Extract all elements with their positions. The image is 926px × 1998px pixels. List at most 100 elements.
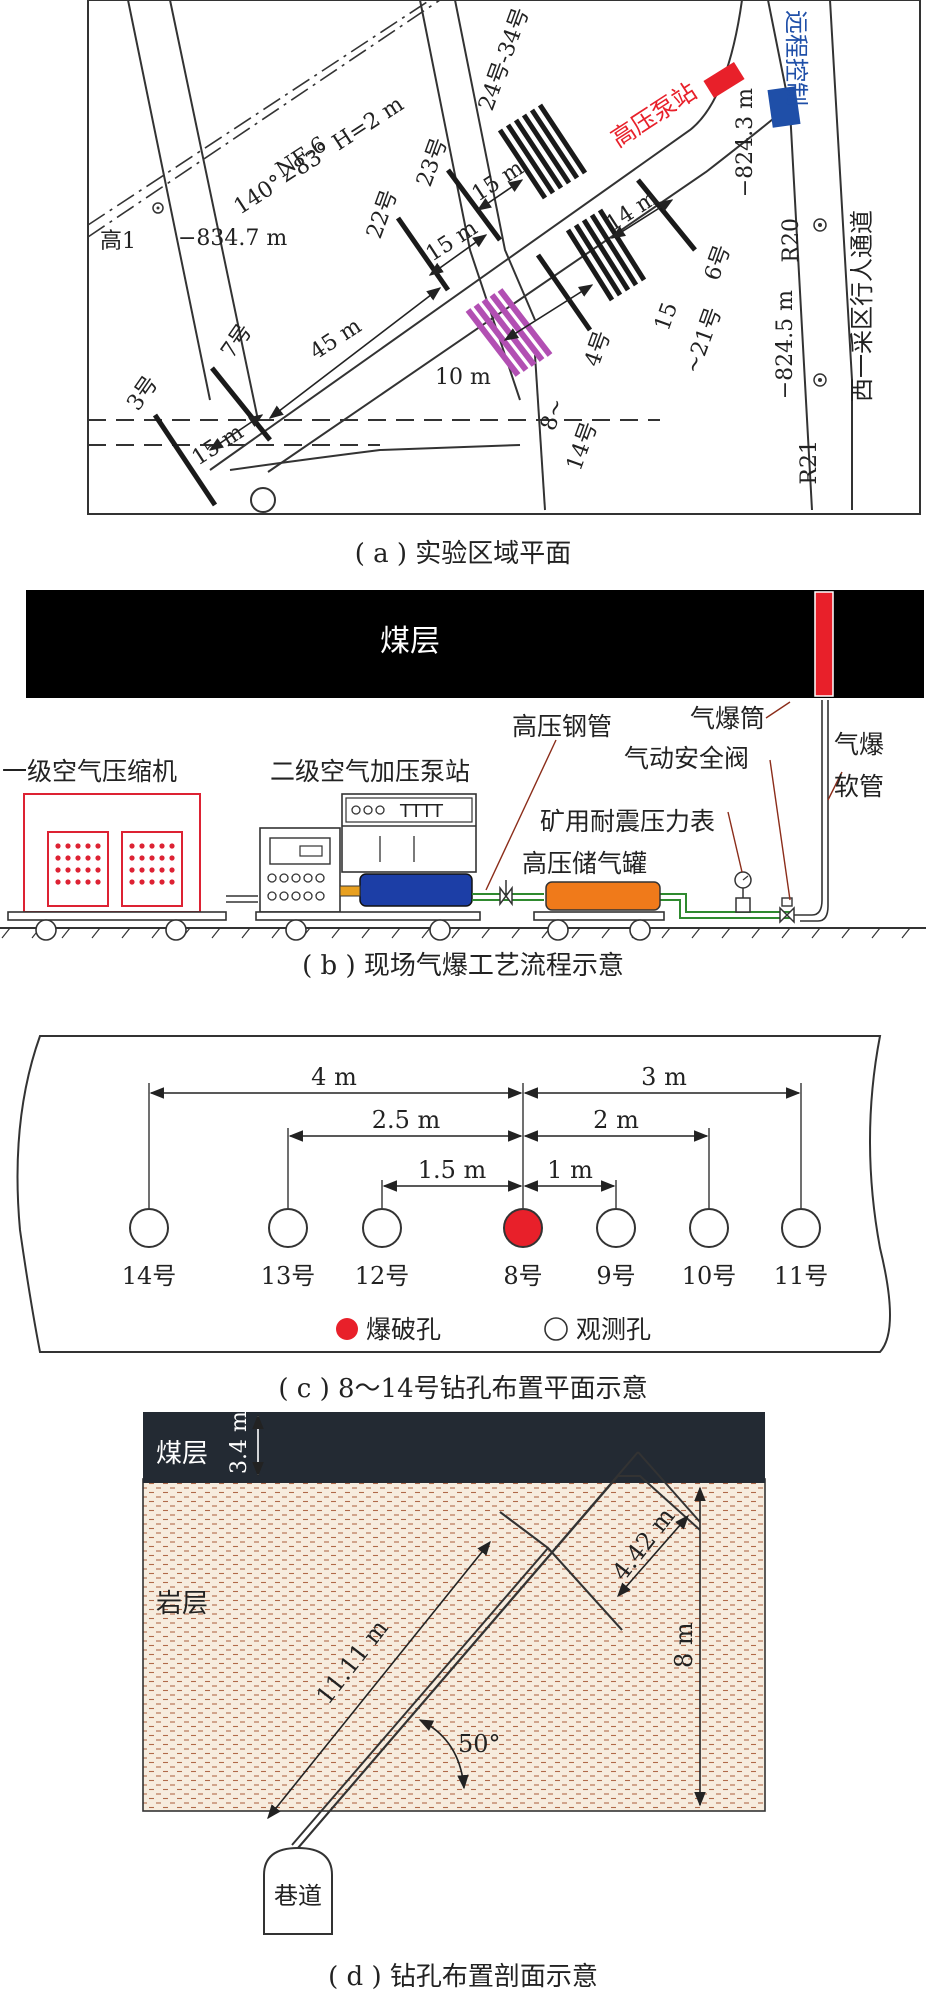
hole-22 — [395, 216, 451, 292]
survey-point-a — [250, 487, 276, 513]
panel-glyphs: TTTT — [399, 801, 444, 822]
blast-tube — [814, 591, 834, 697]
panel-c: 4 m 2.5 m 1.5 m 3 m 2 m 1 m 14号 13号 12号 … — [16, 1035, 891, 1404]
label-gao1: 高1 — [100, 229, 136, 254]
dim-15m-c: 15 m — [468, 156, 529, 207]
label-holes-8-14-b: 14号 — [562, 419, 603, 475]
caption-c: ( c ) 8～14号钻孔布置平面示意 — [278, 1374, 647, 1404]
panel-a: NF-6 140°∠83° H=2 m 高1 −834.7 m 3号 7号 22… — [87, 0, 921, 569]
hole-3 — [152, 413, 218, 507]
hole-11 — [781, 1208, 821, 1248]
rock-layer-label: 岩层 — [156, 1589, 208, 1619]
label-holes-15-21-a: 15 — [650, 299, 683, 334]
label-holes-8-14-a: 8~ — [536, 395, 571, 434]
hole-label-11: 11号 — [774, 1262, 829, 1290]
extension-lines — [148, 1083, 802, 1208]
label-safety-valve: 气动安全阀 — [624, 744, 749, 773]
hole-label-12: 12号 — [355, 1262, 410, 1290]
hole-4 — [535, 253, 593, 332]
hole-label-14: 14号 — [122, 1262, 177, 1290]
dim-line-45m — [268, 287, 442, 419]
curved-road — [229, 444, 521, 471]
label-hole-3: 3号 — [122, 372, 163, 416]
hole-label-13: 13号 — [261, 1262, 316, 1290]
hole-9 — [596, 1208, 636, 1248]
dim-10m: 10 m — [435, 365, 491, 390]
pump-station-2: TTTT — [255, 793, 481, 941]
label-hp-pipe: 高压钢管 — [512, 712, 612, 741]
leader-hp-pipe — [485, 739, 557, 891]
pump-station-marker — [703, 61, 745, 99]
panel-b: 煤层 — [0, 590, 926, 981]
panel-d: 煤层 岩层 3.4 m 8 m 巷道 11.11 m 4.42 m 50° ( … — [142, 1411, 766, 1992]
label-gauge: 矿用耐震压力表 — [540, 807, 715, 836]
legend-observe-marker — [544, 1317, 568, 1341]
hole-10 — [689, 1208, 729, 1248]
dim-4m: 4 m — [311, 1063, 357, 1091]
hole-23 — [445, 168, 503, 242]
ground-hatch — [1, 927, 911, 939]
remote-control-marker — [767, 86, 801, 128]
angle-value: 50° — [458, 1730, 501, 1758]
hole-label-10: 10号 — [682, 1262, 737, 1290]
caption-d: ( d ) 钻孔布置剖面示意 — [328, 1962, 598, 1992]
label-holes-15-21-b: ~21号 — [680, 304, 727, 377]
hole-14 — [129, 1208, 169, 1248]
label-elev-b: −824.5 m — [773, 290, 798, 399]
rock-thick-value: 8 m — [670, 1622, 698, 1668]
label-holes-24-34: 24号-34号 — [474, 5, 534, 115]
holes-24-34 — [497, 103, 588, 200]
pressure-gauge — [734, 871, 752, 913]
coal-seam-band — [26, 590, 924, 698]
dim-1m: 1 m — [547, 1156, 593, 1184]
coal-layer — [143, 1412, 765, 1479]
dim-line-15m-b — [428, 234, 488, 276]
leader-hose — [827, 771, 843, 801]
valve-1 — [499, 880, 513, 907]
caption-b: ( b ) 现场气爆工艺流程示意 — [302, 951, 624, 981]
label-elev-a: −824.3 m — [733, 88, 758, 197]
label-hole-23: 23号 — [412, 135, 453, 191]
dim-14m: 14 m — [602, 186, 663, 237]
hole-8-blast — [503, 1208, 543, 1248]
dim-line-10m — [503, 284, 594, 341]
label-r20: R20 — [779, 218, 804, 263]
label-hole-6: 6号 — [700, 242, 736, 284]
hole-short — [547, 1547, 623, 1631]
label-compressor-1: 一级空气压缩机 — [2, 757, 177, 786]
label-remote-control: 远程控制 — [782, 10, 810, 106]
label-tank: 高压储气罐 — [522, 849, 647, 878]
holes-8-14-zone — [465, 288, 553, 377]
hole-label-9: 9号 — [596, 1262, 635, 1290]
dim-line-long — [267, 1540, 491, 1820]
label-pump-station: 高压泵站 — [606, 77, 702, 153]
label-pump-2: 二级空气加压泵站 — [270, 757, 470, 786]
label-blast-hose-b: 软管 — [834, 772, 884, 801]
label-hole-4: 4号 — [580, 328, 616, 370]
angle-arc — [418, 1719, 469, 1790]
roadway-outline — [16, 1035, 891, 1353]
dim-1-5m: 1.5 m — [418, 1156, 487, 1184]
label-blast-tube: 气爆筒 — [690, 704, 765, 733]
hole-13 — [268, 1208, 308, 1248]
safety-valve — [779, 897, 795, 924]
label-hole-7: 7号 — [216, 320, 257, 364]
elev-gao1: −834.7 m — [178, 226, 287, 251]
dim-line-short — [617, 1514, 689, 1598]
label-r21: R21 — [797, 440, 822, 485]
label-walkway: 西一采区行人通道 — [848, 210, 876, 402]
holes-15-21 — [565, 208, 647, 302]
coal-layer-label: 煤层 — [156, 1439, 208, 1469]
legend-blast-marker — [336, 1318, 358, 1340]
blast-hose — [794, 700, 823, 916]
compressor-1 — [7, 793, 227, 941]
dim-line-15m-a — [208, 414, 264, 451]
roadway-label: 巷道 — [274, 1882, 322, 1910]
dim-45m: 45 m — [306, 314, 367, 365]
fault-line — [87, 0, 441, 238]
hole-label-8: 8号 — [503, 1262, 542, 1290]
leader-safety-valve — [769, 759, 791, 901]
dim-2-5m: 2.5 m — [372, 1106, 441, 1134]
leader-gauge — [727, 811, 743, 873]
